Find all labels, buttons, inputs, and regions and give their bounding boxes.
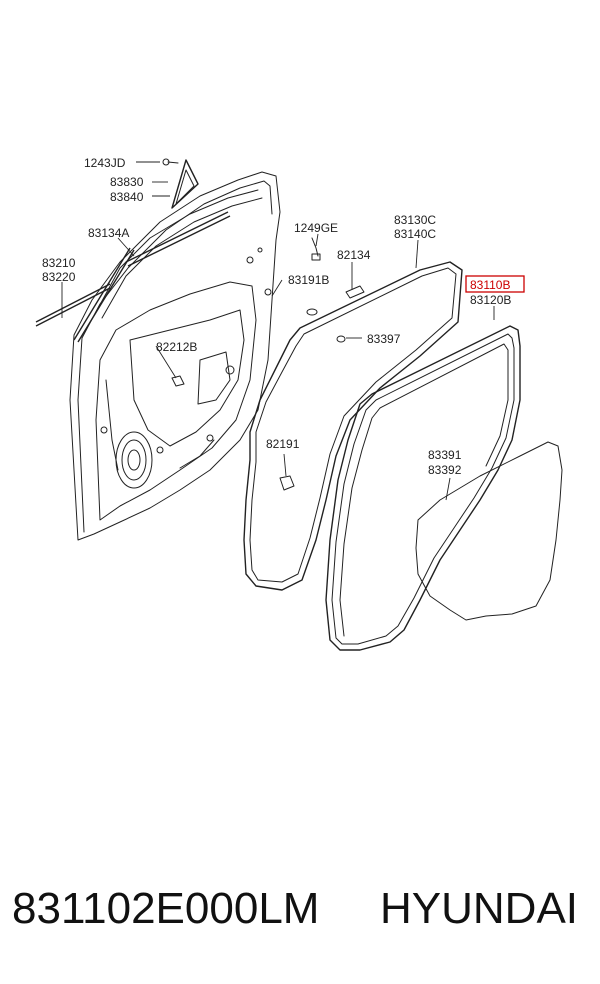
label-83220: 83220 [42, 270, 76, 284]
label-83830: 83830 [110, 175, 144, 189]
label-83130c: 83130C [394, 213, 436, 227]
delta-molding-drawing [171, 159, 199, 209]
door-panel-drawing [35, 171, 281, 541]
label-83140c: 83140C [394, 227, 436, 241]
leader-lines [61, 161, 495, 501]
label-83210: 83210 [42, 256, 76, 270]
brand-caption: HYUNDAI [380, 884, 579, 933]
weatherstrip-83130c-drawing [243, 261, 463, 591]
label-1249ge: 1249GE [294, 221, 338, 235]
part-labels: 1243JD 83830 83840 83134A 83210 83220 12… [42, 156, 525, 477]
clip-83191b-drawing [306, 308, 318, 316]
label-82134: 82134 [337, 248, 371, 262]
fastener-82212b-drawing [171, 375, 185, 387]
fastener-82191-drawing [279, 475, 295, 491]
plug-83397-drawing [336, 335, 346, 343]
label-83120b: 83120B [470, 293, 511, 307]
weatherstrip-83110b-drawing [325, 325, 521, 651]
bolt-1249ge-drawing [311, 237, 321, 261]
part-number-caption: 831102E000LM [12, 884, 320, 933]
clip-82134-drawing [345, 285, 365, 299]
label-83191b: 83191B [288, 273, 329, 287]
label-83392: 83392 [428, 463, 462, 477]
label-83134a: 83134A [88, 226, 129, 240]
bolt-1243jd-drawing [162, 158, 179, 166]
label-82212b: 82212B [156, 340, 197, 354]
label-83840: 83840 [110, 190, 144, 204]
highlight-box-83110b [465, 275, 525, 293]
hole-seal-drawing [415, 441, 563, 621]
label-83391: 83391 [428, 448, 462, 462]
label-1243jd: 1243JD [84, 156, 126, 170]
label-83397: 83397 [367, 332, 401, 346]
label-83110b: 83110B [470, 278, 510, 292]
label-82191: 82191 [266, 437, 300, 451]
